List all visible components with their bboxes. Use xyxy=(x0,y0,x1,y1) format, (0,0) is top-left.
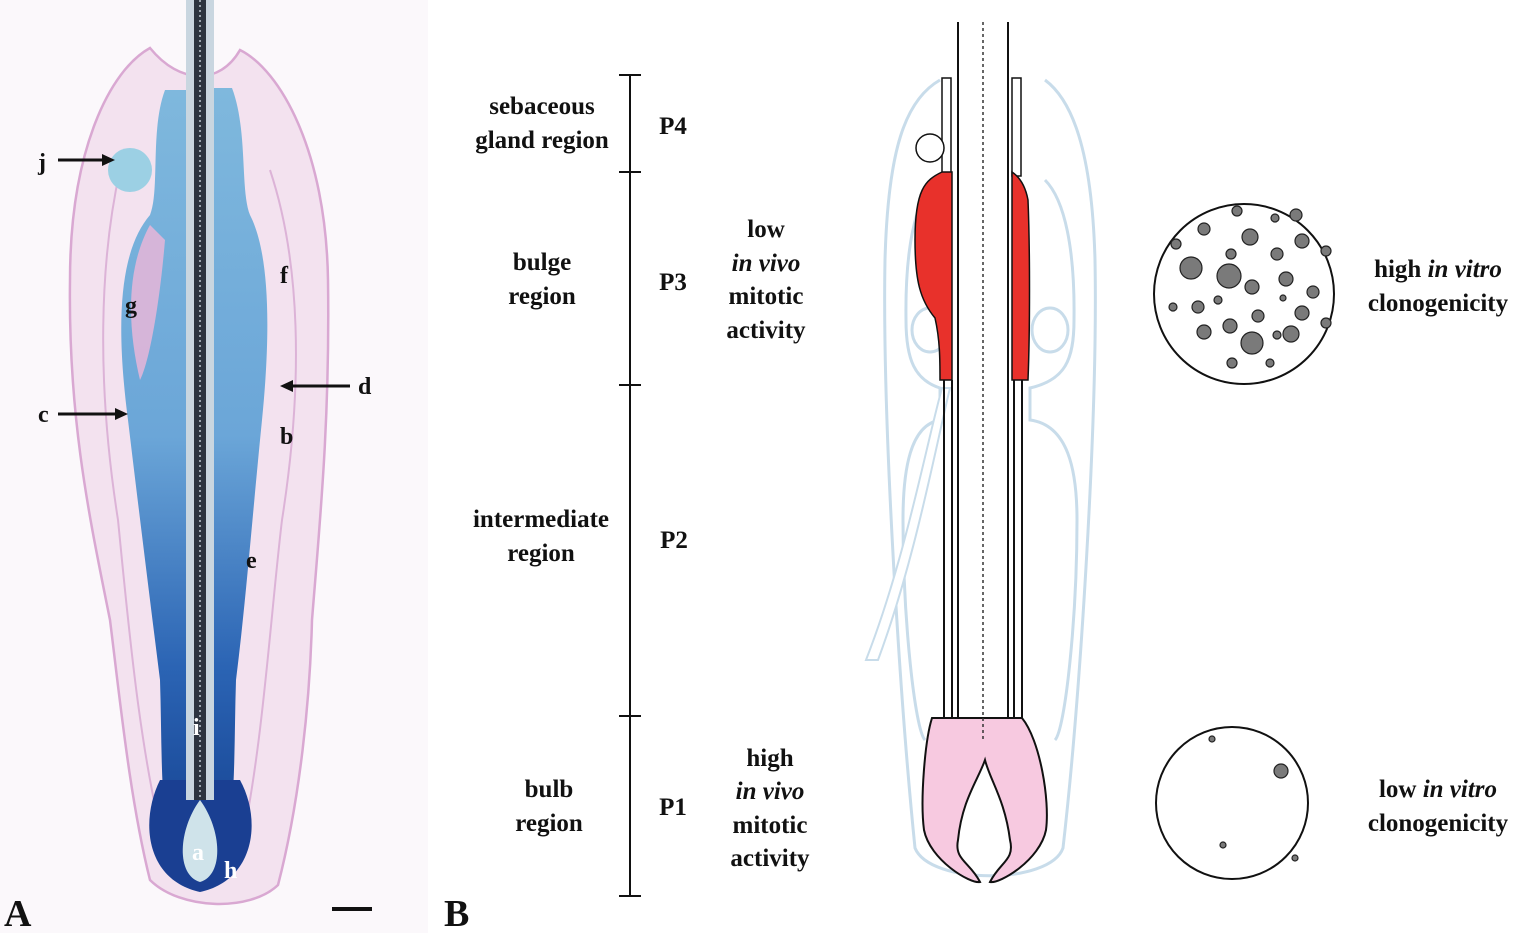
colony xyxy=(1320,317,1332,329)
high-mitotic-3: mitotic xyxy=(733,812,808,839)
colony xyxy=(1279,294,1287,302)
label-e: e xyxy=(246,548,257,574)
region-ruler xyxy=(619,74,641,897)
region-p3-code: P3 xyxy=(659,269,687,296)
follicle-schematic xyxy=(864,22,1097,884)
region-p2-name-1: intermediate xyxy=(473,506,609,533)
colony xyxy=(1270,213,1280,223)
label-j: j xyxy=(37,150,46,176)
region-p1-code: P1 xyxy=(659,794,687,821)
colony xyxy=(1179,256,1203,280)
low-clonogenicity-line2: clonogenicity xyxy=(1368,810,1509,837)
schematic-sebaceous-lobe xyxy=(915,133,945,163)
colony xyxy=(1226,357,1238,369)
arrow-c xyxy=(58,408,128,420)
schematic-side-bulb-right xyxy=(1030,306,1070,354)
low-clonogenicity-dish xyxy=(1155,726,1309,880)
schematic-sebaceous-left xyxy=(941,77,952,177)
colony xyxy=(1213,295,1223,305)
schematic-sebaceous-right xyxy=(1011,77,1022,177)
colony xyxy=(1306,285,1320,299)
schematic-outer-sheath xyxy=(883,78,1097,878)
colony xyxy=(1278,271,1294,287)
micrograph-panel: j c d f g b e i a h A xyxy=(0,0,428,933)
region-p1-name-1: bulb xyxy=(525,776,574,803)
colony xyxy=(1320,245,1332,257)
colony xyxy=(1294,305,1310,321)
sebaceous-gland xyxy=(108,148,152,192)
colony xyxy=(1191,300,1205,314)
colony xyxy=(1282,325,1300,343)
colony xyxy=(1231,205,1243,217)
label-c: c xyxy=(38,402,49,428)
region-p4-name-1: sebaceous xyxy=(489,93,595,120)
colony xyxy=(1219,841,1227,849)
label-i: i xyxy=(193,715,200,741)
region-p2-name-2: region xyxy=(507,540,575,567)
low-mitotic-3: mitotic xyxy=(729,283,804,310)
label-h: h xyxy=(224,858,237,884)
region-p3-name-1: bulge xyxy=(513,249,571,276)
low-mitotic-1: low xyxy=(747,216,785,243)
high-mitotic-4: activity xyxy=(730,845,810,872)
region-p1-name-2: region xyxy=(515,810,583,837)
low-mitotic-4: activity xyxy=(726,317,806,344)
label-a: a xyxy=(192,840,204,866)
colony xyxy=(1196,324,1212,340)
colony xyxy=(1197,222,1211,236)
region-p4-name-2: gland region xyxy=(475,127,609,154)
colony xyxy=(1170,238,1182,250)
colony xyxy=(1240,331,1264,355)
schematic-bulb xyxy=(921,717,1048,884)
arrow-d xyxy=(280,380,350,392)
colony xyxy=(1273,763,1289,779)
high-mitotic-1: high xyxy=(746,745,793,772)
colony xyxy=(1270,247,1284,261)
low-colonies xyxy=(1208,735,1299,862)
colony xyxy=(1251,309,1265,323)
region-p3-name-2: region xyxy=(508,283,576,310)
high-colonies xyxy=(1168,205,1332,369)
label-f: f xyxy=(280,263,289,289)
colony xyxy=(1168,302,1178,312)
colony xyxy=(1208,735,1216,743)
colony xyxy=(1294,233,1310,249)
region-p4-code: P4 xyxy=(659,113,687,140)
high-mitotic-2: in vivo xyxy=(736,778,805,805)
arrector-pili xyxy=(864,387,952,661)
panel-label-b: B xyxy=(444,893,469,933)
region-p2-code: P2 xyxy=(660,527,688,554)
label-d: d xyxy=(358,374,372,400)
outer-sheath-right xyxy=(237,169,297,861)
high-clonogenicity-line2: clonogenicity xyxy=(1368,290,1509,317)
label-g: g xyxy=(125,293,137,319)
high-clonogenicity-line1: high in vitro xyxy=(1374,256,1502,283)
bulge-tissue xyxy=(130,225,165,380)
label-b: b xyxy=(280,424,293,450)
panel-label-a: A xyxy=(4,893,32,933)
colony xyxy=(1265,358,1275,368)
colony xyxy=(1244,279,1260,295)
root-sheath-right xyxy=(200,88,268,860)
colony xyxy=(1222,318,1238,334)
low-clonogenicity-line1: low in vitro xyxy=(1379,776,1497,803)
colony xyxy=(1225,248,1237,260)
schematic-panel: B sebaceous gland region P4 bulge region… xyxy=(444,22,1509,933)
arrow-j xyxy=(58,154,115,166)
colony xyxy=(1289,208,1303,222)
outer-sheath-left xyxy=(102,169,169,861)
schematic-bulge-left xyxy=(914,171,953,381)
dermal-papilla xyxy=(182,800,218,882)
schematic-inner-sheath-right xyxy=(1028,178,1079,742)
colony xyxy=(1291,854,1299,862)
low-mitotic-2: in vivo xyxy=(732,250,801,277)
colony xyxy=(1216,263,1242,289)
colony xyxy=(1272,330,1282,340)
colony xyxy=(1241,228,1259,246)
schematic-bulge-right xyxy=(1011,170,1031,381)
